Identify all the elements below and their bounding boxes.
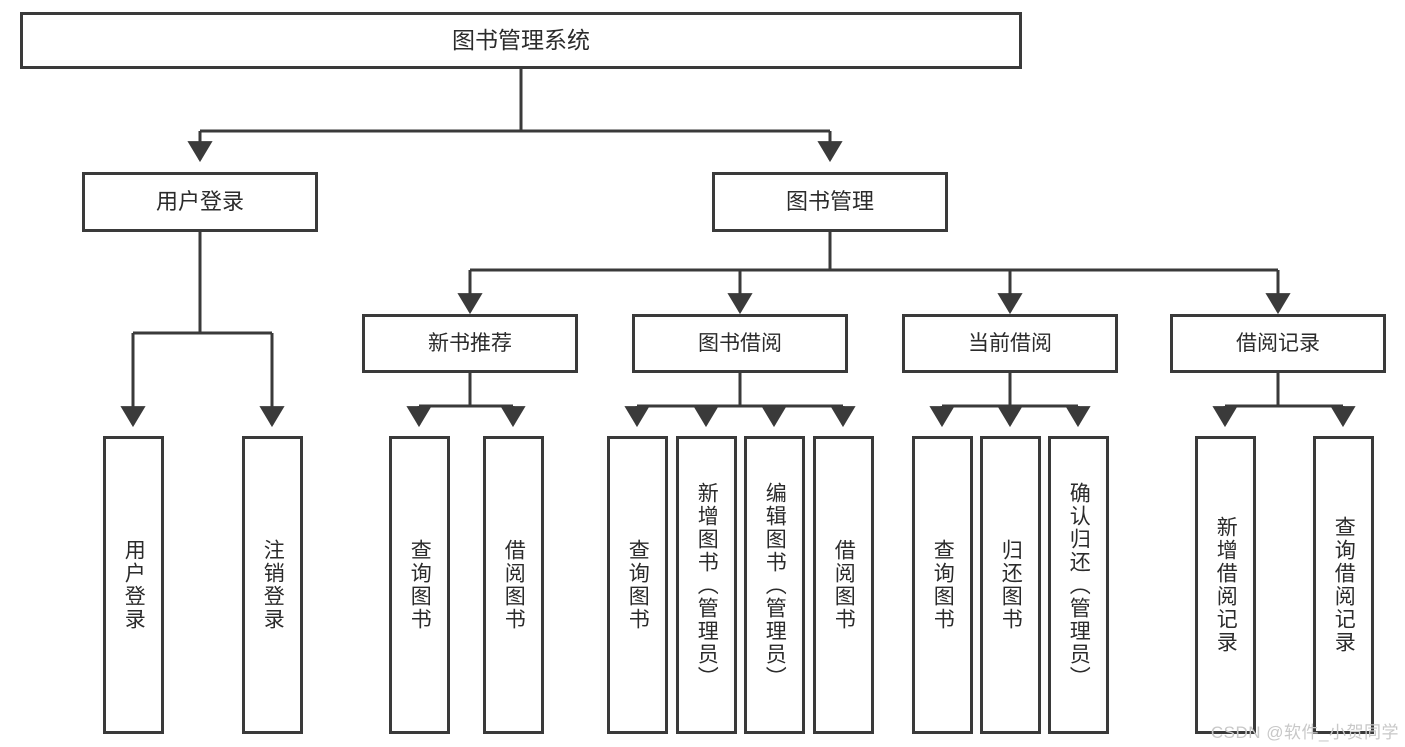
leaf-add-borrow-record[interactable]: 新增借阅记录 [1195,436,1256,734]
node-root-label: 图书管理系统 [452,26,590,53]
node-borrow-record-label: 借阅记录 [1236,331,1320,355]
leaf-confirm-return-admin-label: 确认归还（管理员） [1067,481,1091,689]
leaf-borrow-book-2[interactable]: 借阅图书 [813,436,874,734]
leaf-return-book-label: 归还图书 [999,539,1023,631]
node-book-management-label: 图书管理 [785,188,874,214]
node-current-borrow-label: 当前借阅 [968,331,1052,355]
leaf-query-book-3[interactable]: 查询图书 [912,436,973,734]
leaf-borrow-book-1-label: 借阅图书 [502,539,526,631]
node-user-login-label: 用户登录 [155,188,244,214]
node-new-book-recommend[interactable]: 新书推荐 [362,314,578,373]
leaf-query-book-2-label: 查询图书 [626,539,650,631]
leaf-query-book-1-label: 查询图书 [408,539,432,631]
node-user-login[interactable]: 用户登录 [82,172,318,232]
node-book-borrow-label: 图书借阅 [698,331,782,355]
node-borrow-record[interactable]: 借阅记录 [1170,314,1386,373]
node-root[interactable]: 图书管理系统 [20,12,1022,69]
node-book-management[interactable]: 图书管理 [712,172,948,232]
leaf-confirm-return-admin[interactable]: 确认归还（管理员） [1048,436,1109,734]
leaf-query-book-1[interactable]: 查询图书 [389,436,450,734]
leaf-query-borrow-record-label: 查询借阅记录 [1332,516,1356,654]
leaf-edit-book-admin[interactable]: 编辑图书（管理员） [744,436,805,734]
leaf-user-login-label: 用户登录 [122,539,146,631]
leaf-borrow-book-2-label: 借阅图书 [832,539,856,631]
node-new-book-recommend-label: 新书推荐 [428,331,512,355]
leaf-query-book-3-label: 查询图书 [931,539,955,631]
leaf-user-login[interactable]: 用户登录 [103,436,164,734]
leaf-add-borrow-record-label: 新增借阅记录 [1214,516,1238,654]
leaf-add-book-admin[interactable]: 新增图书（管理员） [676,436,737,734]
leaf-edit-book-admin-label: 编辑图书（管理员） [763,481,787,689]
leaf-query-borrow-record[interactable]: 查询借阅记录 [1313,436,1374,734]
node-current-borrow[interactable]: 当前借阅 [902,314,1118,373]
leaf-logout-login-label: 注销登录 [261,539,285,631]
leaf-logout-login[interactable]: 注销登录 [242,436,303,734]
leaf-return-book[interactable]: 归还图书 [980,436,1041,734]
watermark: CSDN @软件_小贺同学 [1210,723,1399,742]
leaf-borrow-book-1[interactable]: 借阅图书 [483,436,544,734]
leaf-add-book-admin-label: 新增图书（管理员） [695,481,719,689]
leaf-query-book-2[interactable]: 查询图书 [607,436,668,734]
node-book-borrow[interactable]: 图书借阅 [632,314,848,373]
